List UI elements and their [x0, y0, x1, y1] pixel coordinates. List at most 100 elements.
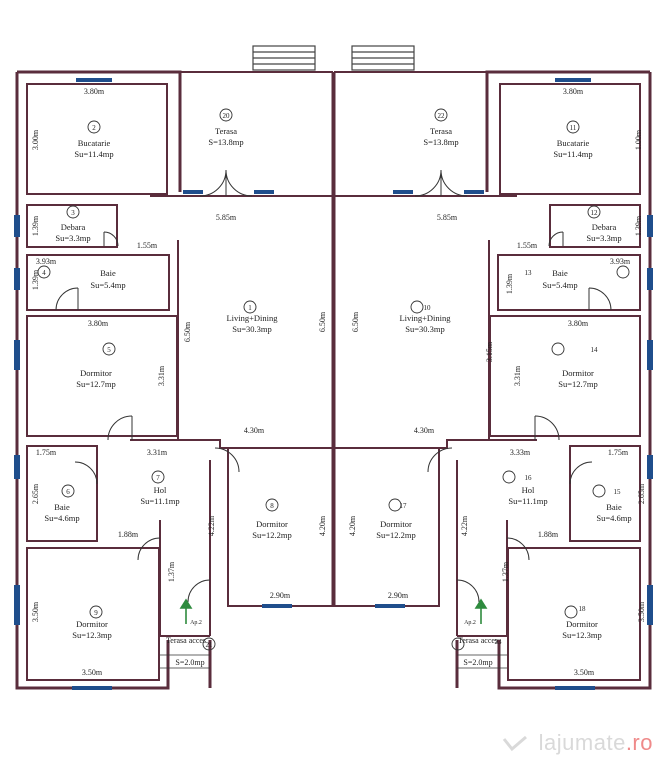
room-name: Terasa acces	[458, 636, 498, 645]
room-name: Dormitor	[76, 619, 108, 629]
room-area: Su=4.6mp	[44, 513, 79, 523]
right-unit-walls	[332, 44, 655, 692]
room-name: Dormitor	[80, 368, 112, 378]
room-name: Terasa acces	[166, 636, 206, 645]
dimension-label: 1.55m	[517, 241, 538, 250]
dimension-label: 1.75m	[608, 448, 629, 457]
room-name: Dormitor	[380, 519, 412, 529]
room-area: Su=11.4mp	[74, 149, 113, 159]
dimension-label: 2.65m	[31, 483, 40, 504]
dimension-label: 3.50m	[637, 601, 646, 622]
room-name: Baie	[54, 502, 70, 512]
watermark: lajumate.ro	[502, 730, 653, 756]
room-name: Living+Dining	[226, 313, 278, 323]
dimension-label: 6.50m	[351, 311, 360, 332]
room-number: 6	[66, 488, 70, 496]
room-name: Hol	[154, 485, 167, 495]
dimension-label: 3.50m	[574, 668, 595, 677]
dimension-label: 1.75m	[36, 448, 57, 457]
room-name: Bucatarie	[557, 138, 590, 148]
dimension-label: 6.50m	[183, 321, 192, 342]
dimension-label: 3.80m	[563, 87, 584, 96]
room-number: 11	[570, 124, 577, 132]
room-name: Bucatarie	[78, 138, 111, 148]
room-name: Baie	[552, 268, 568, 278]
dimension-label: 5.85m	[437, 213, 458, 222]
room-area: Su=12.7mp	[76, 379, 116, 389]
room-area: Su=12.2mp	[376, 530, 416, 540]
dimension-label: 3.00m	[31, 129, 40, 150]
dimension-label: 4.30m	[414, 426, 435, 435]
room-area: S=2.0mp	[463, 658, 492, 667]
dimension-label: 3.31m	[157, 365, 166, 386]
dimension-label: 4.22m	[460, 515, 469, 536]
dimension-label: 3.93m	[36, 257, 57, 266]
dimension-label: 4.22m	[207, 515, 216, 536]
dimension-label: 3.33m	[510, 448, 531, 457]
dimension-label: 1.37m	[501, 561, 510, 582]
dimension-label: 4.20m	[318, 515, 327, 536]
room-name: Dormitor	[562, 368, 594, 378]
room-area: Su=12.2mp	[252, 530, 292, 540]
dimension-label: 3.31m	[147, 448, 168, 457]
room-number: 10	[424, 304, 432, 312]
room-name: Baie	[606, 502, 622, 512]
room-number: 5	[107, 346, 111, 354]
dimension-label: 5.85m	[216, 213, 237, 222]
room-name: Dormitor	[566, 619, 598, 629]
room-area: S=13.8mp	[423, 137, 458, 147]
watermark-text: lajumate	[538, 730, 626, 755]
entry-label: Ap.2	[464, 620, 476, 626]
dimension-label: 3.80m	[84, 87, 105, 96]
room-number: 13	[525, 269, 533, 277]
dimension-label: 6.50m	[318, 311, 327, 332]
right-unit-labels: 11 Bucatarie Su=11.4mp 22 Terasa S=13.8m…	[376, 112, 631, 667]
room-name: Terasa	[430, 126, 452, 136]
room-area: Su=11.1mp	[140, 496, 179, 506]
room-area: Su=11.4mp	[553, 149, 592, 159]
dimension-label: 3.31m	[513, 365, 522, 386]
left-unit-dimensions: 3.80m 3.00m 5.85m 1.39m 1.55m 3.93m 1.39…	[31, 87, 327, 677]
room-area: Su=3.3mp	[586, 233, 621, 243]
room-name: Debara	[61, 222, 86, 232]
dimension-label: 3.50m	[82, 668, 103, 677]
room-area: Su=12.3mp	[72, 630, 112, 640]
room-area: Su=5.4mp	[542, 280, 577, 290]
room-number: 2	[92, 124, 96, 132]
dimension-label: 3.50m	[31, 601, 40, 622]
dimension-label: 3.80m	[568, 319, 589, 328]
room-number: 14	[591, 346, 599, 354]
room-area: S=13.8mp	[208, 137, 243, 147]
room-area: S=2.0mp	[175, 658, 204, 667]
dimension-label: 3.80m	[88, 319, 109, 328]
room-number: 23	[495, 638, 503, 646]
room-number: 12	[591, 209, 599, 217]
room-number: 1	[248, 304, 252, 312]
dimension-label: 1.37m	[167, 561, 176, 582]
dimension-label: 1.88m	[118, 530, 139, 539]
room-area: Su=3.3mp	[55, 233, 90, 243]
room-area: Su=12.3mp	[562, 630, 602, 640]
room-number: 22	[438, 112, 446, 120]
dimension-label: 1.39m	[634, 215, 643, 236]
room-number: 8	[270, 502, 274, 510]
dimension-label: 1.88m	[538, 530, 559, 539]
room-area: Su=30.3mp	[405, 324, 445, 334]
room-name: Terasa	[215, 126, 237, 136]
dimension-label: 1.55m	[137, 241, 158, 250]
room-number: 20	[223, 112, 231, 120]
room-name: Baie	[100, 268, 116, 278]
dimension-label: 2.90m	[270, 591, 291, 600]
room-name: Dormitor	[256, 519, 288, 529]
watermark-tld: .ro	[625, 730, 653, 755]
dimension-label: 1.39m	[31, 269, 40, 290]
room-area: Su=11.1mp	[508, 496, 547, 506]
dimension-label: 2.65m	[637, 483, 646, 504]
room-number: 16	[525, 474, 533, 482]
dimension-label: 3.15m	[485, 341, 494, 362]
dimension-label: 1.39m	[31, 215, 40, 236]
room-name: Hol	[522, 485, 535, 495]
dimension-label: 4.20m	[348, 515, 357, 536]
room-number: 17	[400, 502, 408, 510]
